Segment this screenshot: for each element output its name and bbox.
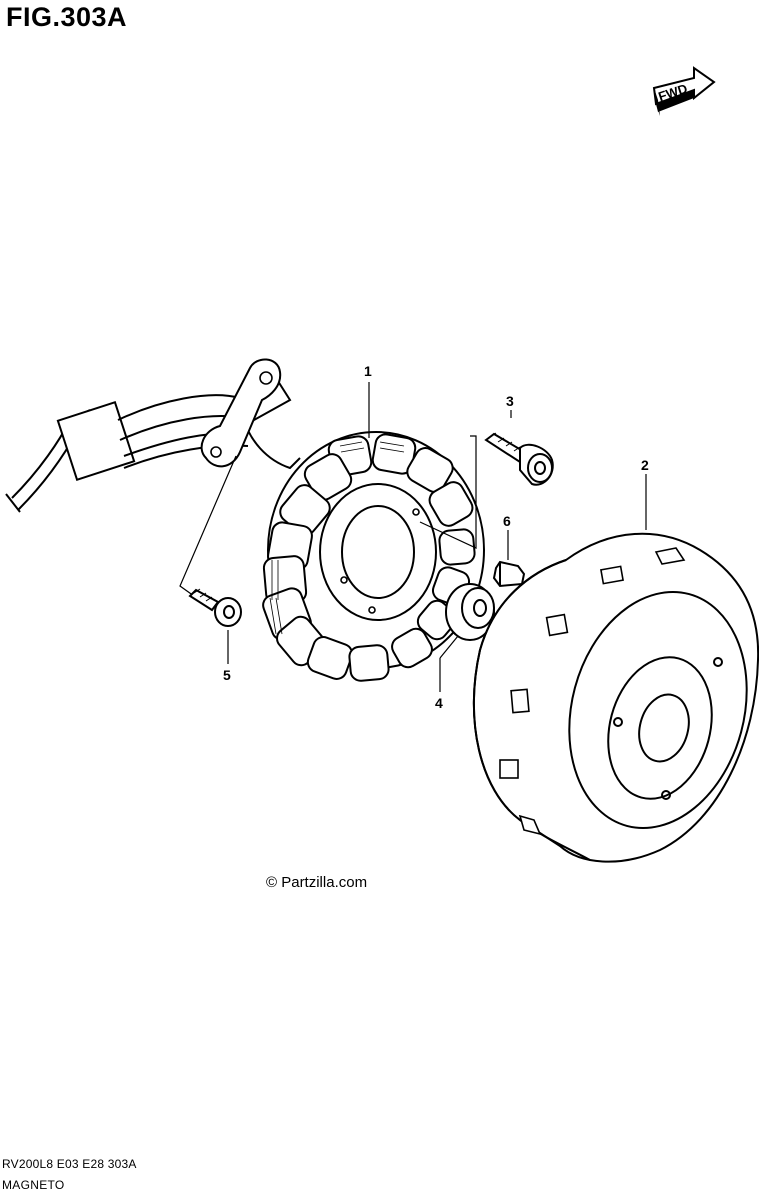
callout-key: 6 (503, 513, 511, 529)
figure-title: FIG.303A (6, 2, 128, 32)
clamp-bolt (188, 588, 242, 627)
callout-washer: 4 (435, 695, 443, 711)
figure-code: RV200L8 E03 E28 303A (2, 1157, 137, 1171)
woodruff-key (492, 560, 526, 588)
leader-lines (179, 382, 647, 692)
callout-stator: 1 (364, 363, 372, 379)
fwd-arrow-icon: FWD (652, 66, 716, 116)
callout-rotor: 2 (641, 457, 649, 473)
callout-bolt-clamp: 5 (223, 667, 231, 683)
copyright-watermark: © Partzilla.com (266, 874, 368, 891)
wire-clamp-plate (200, 358, 282, 468)
figure-name: MAGNETO (2, 1178, 65, 1192)
callout-bolt-stator: 3 (506, 393, 514, 409)
stator-bolt (484, 432, 554, 486)
stator-coil-assembly (262, 431, 485, 682)
washer (445, 583, 495, 641)
flywheel-rotor (472, 532, 759, 863)
